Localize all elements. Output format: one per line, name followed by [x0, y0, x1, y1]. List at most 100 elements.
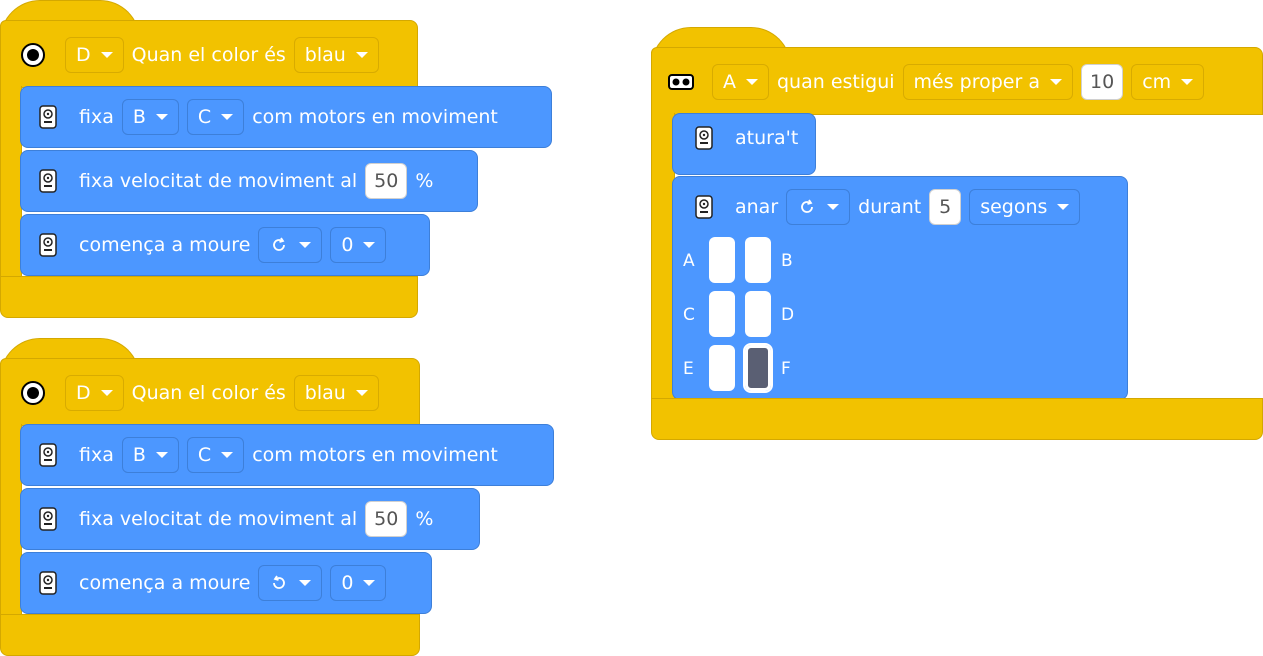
during-label: durant — [858, 196, 922, 218]
port-label-f: F — [781, 359, 791, 379]
chevron-down-icon — [155, 452, 168, 458]
speed-input[interactable]: 50 — [365, 501, 408, 537]
rotate-clockwise-icon — [273, 237, 286, 251]
hat-spine — [0, 424, 22, 634]
start-moving-block[interactable]: comença a moure 0 — [20, 552, 432, 614]
start-label: comença a moure — [79, 234, 251, 256]
start-label: comença a moure — [79, 572, 251, 594]
set-motors-block[interactable]: fixa B C com motors en moviment — [20, 424, 554, 486]
chevron-down-icon — [299, 580, 312, 586]
event-hat-block[interactable]: D Quan el color és blau — [0, 20, 418, 88]
direction-dropdown[interactable] — [786, 189, 851, 225]
chevron-down-icon — [355, 390, 368, 396]
chevron-down-icon — [1181, 79, 1194, 85]
stop-label: atura't — [735, 127, 799, 149]
direction-dropdown[interactable] — [258, 565, 323, 601]
event-label: quan estigui — [777, 71, 895, 93]
remote-icon — [695, 126, 713, 150]
steer-value: 0 — [341, 234, 354, 256]
color-sensor-icon — [21, 381, 45, 405]
stop-block[interactable]: atura't — [672, 113, 816, 175]
unit-value: cm — [1142, 71, 1172, 93]
distance-sensor-icon — [668, 74, 694, 90]
set-speed-block[interactable]: fixa velocitat de moviment al 50 % — [20, 150, 478, 212]
port-toggle-b[interactable] — [745, 237, 771, 283]
chevron-down-icon — [1050, 79, 1062, 85]
rotate-clockwise-icon — [801, 199, 814, 213]
chevron-down-icon — [100, 390, 113, 396]
port-dropdown[interactable]: A — [712, 64, 769, 100]
steer-value: 0 — [341, 572, 354, 594]
chevron-down-icon — [827, 204, 840, 210]
speed-unit: % — [415, 170, 434, 192]
fixa-label: fixa — [79, 444, 114, 466]
speed-label: fixa velocitat de moviment al — [79, 170, 358, 192]
port-label-d: D — [781, 305, 795, 325]
chevron-down-icon — [299, 242, 312, 248]
duration-input[interactable]: 5 — [929, 189, 962, 225]
chevron-down-icon — [1057, 204, 1070, 210]
port-value: D — [76, 44, 91, 66]
remote-icon — [39, 443, 57, 467]
color-value: blau — [304, 44, 346, 66]
comparison-value: més proper a — [913, 71, 1040, 93]
motor-a-dropdown[interactable]: B — [121, 437, 179, 473]
go-label: anar — [735, 196, 779, 218]
fixa-label: fixa — [79, 106, 114, 128]
port-label-c: C — [683, 305, 695, 325]
hat-tail — [0, 276, 418, 318]
distance-input[interactable]: 10 — [1081, 64, 1124, 100]
speed-input[interactable]: 50 — [365, 163, 408, 199]
port-label-e: E — [683, 359, 694, 379]
port-toggle-e[interactable] — [709, 345, 735, 391]
chevron-down-icon — [100, 52, 113, 58]
remote-icon — [39, 233, 57, 257]
move-for-block[interactable]: anar durant 5 segons A B C D E F — [672, 176, 1128, 400]
port-dropdown[interactable]: D — [65, 37, 124, 73]
chevron-down-icon — [155, 114, 168, 120]
duration-unit-dropdown[interactable]: segons — [969, 189, 1081, 225]
remote-icon — [39, 507, 57, 531]
motor-a-value: B — [132, 444, 146, 466]
unit-dropdown[interactable]: cm — [1131, 64, 1205, 100]
port-toggle-f-selected[interactable] — [743, 343, 773, 393]
chevron-down-icon — [221, 452, 234, 458]
remote-icon — [39, 105, 57, 129]
port-toggle-a[interactable] — [709, 237, 735, 283]
port-label-a: A — [683, 251, 695, 271]
steer-dropdown[interactable]: 0 — [330, 565, 387, 601]
motor-b-dropdown[interactable]: C — [186, 437, 245, 473]
port-value: A — [723, 71, 736, 93]
motor-a-value: B — [132, 106, 146, 128]
duration-unit-value: segons — [980, 196, 1048, 218]
event-label: Quan el color és — [131, 44, 286, 66]
event-hat-block[interactable]: D Quan el color és blau — [0, 358, 420, 426]
motor-b-dropdown[interactable]: C — [186, 99, 245, 135]
set-motors-block[interactable]: fixa B C com motors en moviment — [20, 86, 552, 148]
motor-a-dropdown[interactable]: B — [121, 99, 179, 135]
speed-unit: % — [415, 508, 434, 530]
chevron-down-icon — [363, 242, 376, 248]
remote-icon — [695, 195, 713, 219]
steer-dropdown[interactable]: 0 — [330, 227, 387, 263]
port-toggle-d[interactable] — [745, 291, 771, 337]
port-dropdown[interactable]: D — [65, 375, 124, 411]
event-hat-block[interactable]: A quan estigui més proper a 10 cm — [651, 47, 1263, 115]
motor-b-value: C — [197, 106, 212, 128]
port-value: D — [76, 382, 91, 404]
set-speed-block[interactable]: fixa velocitat de moviment al 50 % — [20, 488, 480, 550]
com-label: com motors en moviment — [252, 444, 498, 466]
chevron-down-icon — [355, 52, 368, 58]
start-moving-block[interactable]: comença a moure 0 — [20, 214, 430, 276]
color-dropdown[interactable]: blau — [293, 37, 379, 73]
color-sensor-icon — [21, 43, 45, 67]
hat-tail — [0, 614, 420, 656]
motor-b-value: C — [197, 444, 212, 466]
chevron-down-icon — [746, 79, 758, 85]
direction-dropdown[interactable] — [258, 227, 323, 263]
color-dropdown[interactable]: blau — [293, 375, 379, 411]
com-label: com motors en moviment — [252, 106, 498, 128]
comparison-dropdown[interactable]: més proper a — [902, 64, 1073, 100]
port-toggle-c[interactable] — [709, 291, 735, 337]
remote-icon — [39, 169, 57, 193]
